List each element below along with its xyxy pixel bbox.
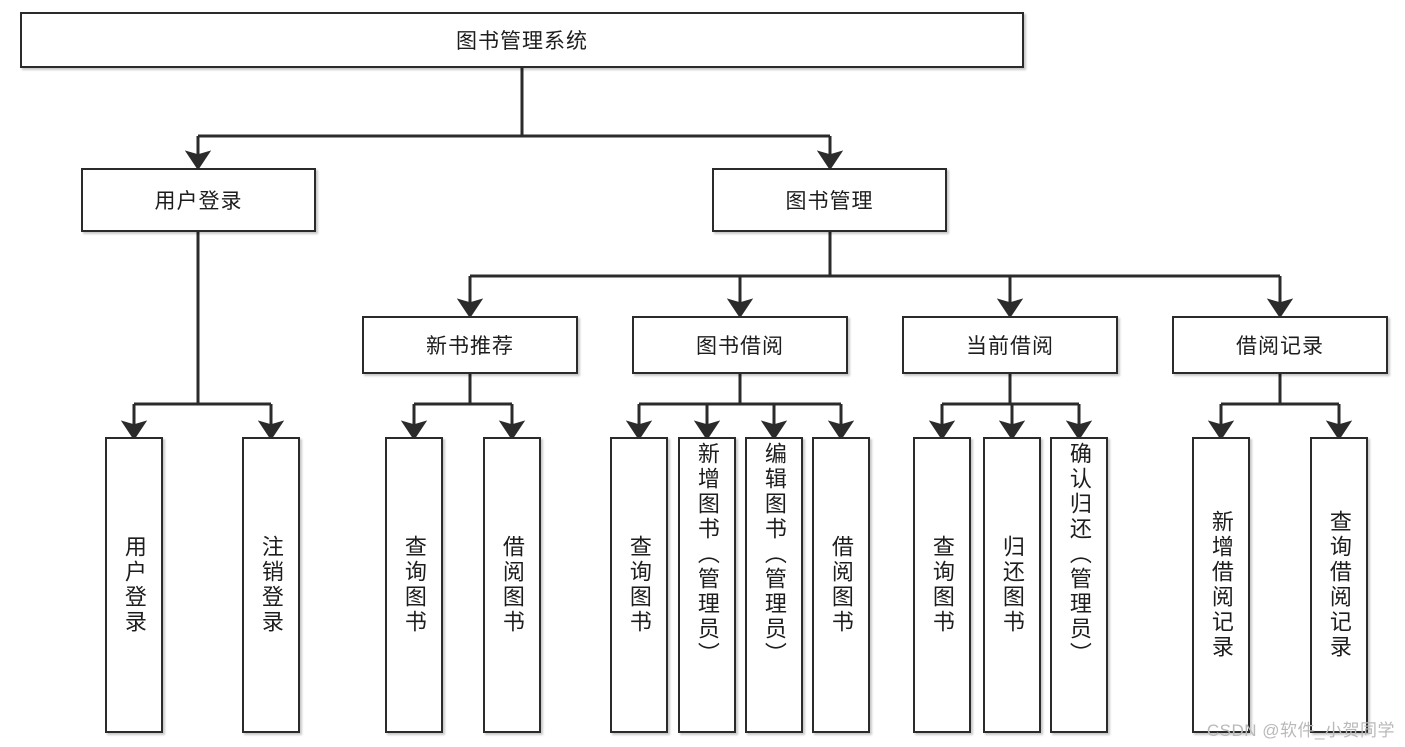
leaf-query-book-newbook[interactable]: 查询图书 bbox=[385, 437, 443, 733]
node-borrow-record[interactable]: 借阅记录 bbox=[1172, 316, 1388, 374]
node-root-label: 图书管理系统 bbox=[456, 30, 588, 53]
leaf-borrow-book-borrow-label: 借阅图书 bbox=[828, 535, 854, 635]
leaf-add-book-admin[interactable]: 新增图书（管理员） bbox=[678, 437, 736, 733]
node-user-login-label: 用户登录 bbox=[154, 190, 243, 213]
node-current-borrow[interactable]: 当前借阅 bbox=[902, 316, 1118, 374]
leaf-add-borrow-record[interactable]: 新增借阅记录 bbox=[1192, 437, 1250, 733]
leaf-user-login[interactable]: 用户登录 bbox=[105, 437, 163, 733]
node-new-book-recommend-label: 新书推荐 bbox=[426, 335, 514, 358]
node-new-book-recommend[interactable]: 新书推荐 bbox=[362, 316, 578, 374]
leaf-query-borrow-record-label: 查询借阅记录 bbox=[1326, 510, 1352, 660]
leaf-confirm-return-admin-label: 确认归还（管理员） bbox=[1066, 442, 1092, 667]
leaf-return-book[interactable]: 归还图书 bbox=[983, 437, 1041, 733]
leaf-borrow-book-borrow[interactable]: 借阅图书 bbox=[812, 437, 870, 733]
leaf-query-borrow-record[interactable]: 查询借阅记录 bbox=[1310, 437, 1368, 733]
node-borrow-record-label: 借阅记录 bbox=[1236, 335, 1324, 358]
node-book-borrow[interactable]: 图书借阅 bbox=[632, 316, 848, 374]
leaf-confirm-return-admin[interactable]: 确认归还（管理员） bbox=[1050, 437, 1108, 733]
leaf-edit-book-admin[interactable]: 编辑图书（管理员） bbox=[745, 437, 803, 733]
leaf-query-book-borrow[interactable]: 查询图书 bbox=[610, 437, 668, 733]
leaf-logout[interactable]: 注销登录 bbox=[242, 437, 300, 733]
leaf-logout-label: 注销登录 bbox=[258, 535, 284, 635]
leaf-return-book-label: 归还图书 bbox=[999, 535, 1025, 635]
node-root[interactable]: 图书管理系统 bbox=[20, 12, 1024, 68]
watermark: CSDN @软件_小贺同学 bbox=[1206, 721, 1395, 740]
node-user-login[interactable]: 用户登录 bbox=[81, 168, 316, 232]
leaf-query-book-newbook-label: 查询图书 bbox=[401, 535, 427, 635]
leaf-add-borrow-record-label: 新增借阅记录 bbox=[1208, 510, 1234, 660]
leaf-borrow-book-newbook[interactable]: 借阅图书 bbox=[483, 437, 541, 733]
node-current-borrow-label: 当前借阅 bbox=[966, 335, 1054, 358]
leaf-edit-book-admin-label: 编辑图书（管理员） bbox=[761, 442, 787, 667]
node-book-management[interactable]: 图书管理 bbox=[712, 168, 947, 232]
node-book-borrow-label: 图书借阅 bbox=[696, 335, 784, 358]
leaf-user-login-label: 用户登录 bbox=[121, 535, 147, 635]
leaf-add-book-admin-label: 新增图书（管理员） bbox=[694, 442, 720, 667]
leaf-query-book-borrow-label: 查询图书 bbox=[626, 535, 652, 635]
node-book-management-label: 图书管理 bbox=[785, 190, 874, 213]
leaf-query-book-current-label: 查询图书 bbox=[929, 535, 955, 635]
leaf-borrow-book-newbook-label: 借阅图书 bbox=[499, 535, 525, 635]
leaf-query-book-current[interactable]: 查询图书 bbox=[913, 437, 971, 733]
